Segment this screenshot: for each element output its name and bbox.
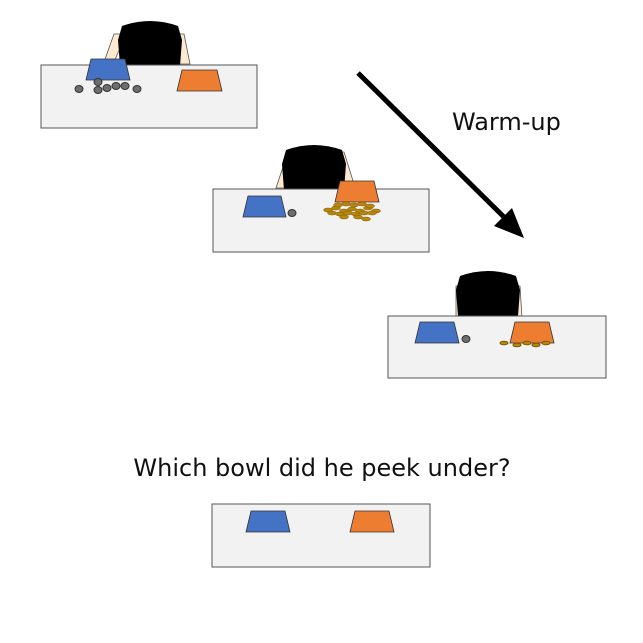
- pebble: [287, 209, 297, 217]
- table: [40, 64, 258, 129]
- question-scene: [211, 503, 431, 568]
- pebble: [132, 85, 142, 93]
- scene-1: [40, 21, 258, 129]
- coin: [339, 214, 349, 220]
- coin: [357, 201, 367, 207]
- coin: [541, 340, 551, 346]
- pebble: [111, 82, 121, 90]
- coin: [499, 340, 509, 346]
- blue-bowl: [242, 195, 287, 218]
- pebble: [120, 82, 130, 90]
- scene-2: [212, 145, 430, 253]
- coin-pile: [323, 201, 381, 222]
- coin: [353, 214, 363, 220]
- pebble: [102, 84, 112, 92]
- person: [103, 21, 191, 66]
- orange-bowl: [334, 180, 380, 203]
- arrow-head: [494, 208, 524, 238]
- coin: [347, 206, 357, 212]
- orange-bowl: [176, 69, 223, 92]
- coin: [343, 210, 353, 216]
- orange-bowl[interactable]: [349, 510, 395, 533]
- warmup-arrow: [356, 71, 524, 238]
- blue-bowl: [414, 321, 460, 344]
- coin-pile: [499, 340, 551, 348]
- person: [275, 145, 355, 190]
- head-hair: [118, 21, 182, 66]
- head-hair: [456, 271, 520, 316]
- arrow-shaft: [356, 71, 508, 221]
- blue-bowl: [85, 58, 131, 81]
- scene-3: [387, 271, 607, 379]
- pebble-group: [74, 78, 142, 94]
- coin: [333, 202, 343, 208]
- pebble: [461, 335, 471, 343]
- orange-bowl: [509, 321, 555, 344]
- coin: [341, 201, 351, 207]
- head-hair: [282, 145, 346, 190]
- coin: [349, 202, 359, 208]
- coin: [327, 210, 337, 216]
- pebble: [93, 78, 103, 86]
- coin: [512, 342, 522, 348]
- coin: [359, 210, 369, 216]
- pebble: [93, 86, 103, 94]
- coin: [361, 216, 371, 222]
- warmup-label: Warm-up: [452, 108, 561, 136]
- question-text: Which bowl did he peek under?: [133, 454, 510, 482]
- pebble: [74, 85, 84, 93]
- coin: [367, 210, 377, 216]
- coin: [365, 203, 375, 209]
- coin: [522, 340, 532, 346]
- person: [455, 271, 523, 319]
- blue-bowl[interactable]: [245, 510, 291, 533]
- table: [212, 188, 430, 253]
- table: [211, 503, 431, 568]
- coin: [531, 342, 541, 348]
